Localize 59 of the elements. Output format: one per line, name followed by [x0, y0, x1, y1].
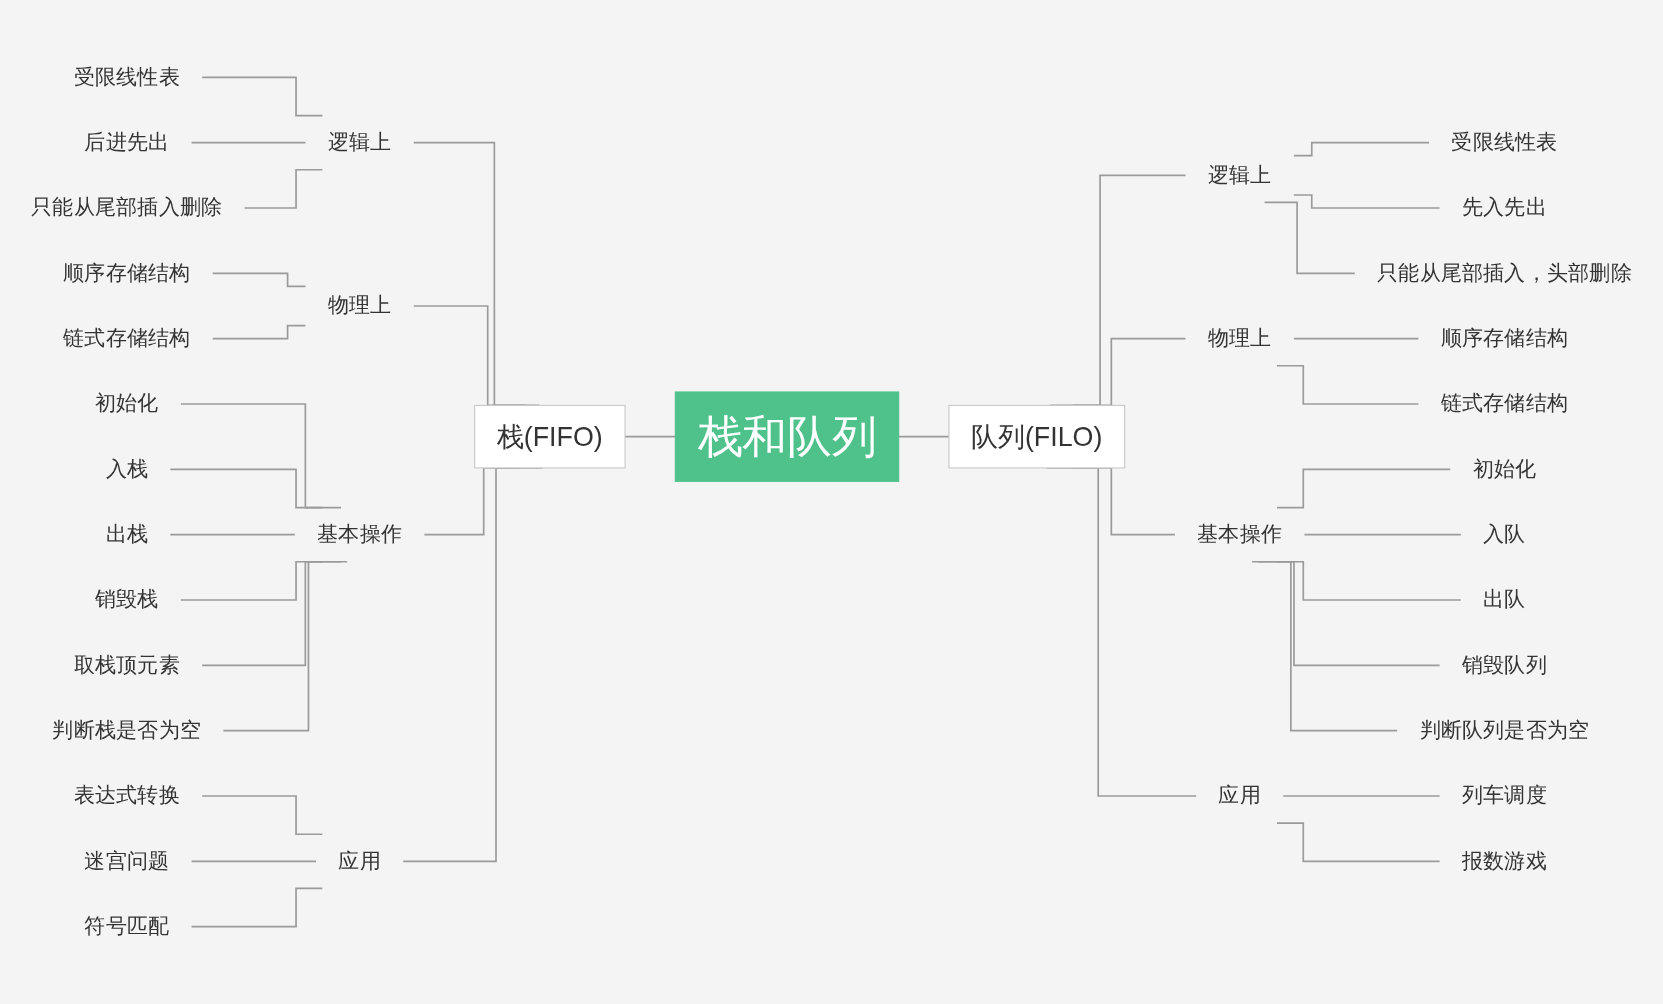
node-text: 物理上 — [1207, 326, 1272, 350]
connector — [1251, 560, 1398, 732]
node-text: 初始化 — [1472, 456, 1537, 481]
connector — [201, 76, 324, 117]
node-box: 栈(FIFO) — [474, 404, 626, 469]
connector — [180, 403, 342, 509]
connector — [190, 860, 317, 863]
node-text: 链式存储结构 — [63, 326, 191, 350]
connector — [1282, 795, 1441, 797]
node-text: 判断队列是否为空 — [1419, 718, 1590, 742]
connector — [1263, 201, 1356, 275]
node-text: 迷宫问题 — [84, 848, 170, 873]
connector — [1293, 337, 1420, 340]
node-text: 受限线性表 — [73, 64, 180, 89]
connector — [1293, 194, 1441, 209]
connector — [1276, 822, 1441, 863]
node-text: 报数游戏 — [1461, 848, 1547, 873]
node-text: 初始化 — [94, 391, 159, 415]
node-text: 出栈 — [105, 522, 148, 546]
connector — [190, 141, 307, 144]
node-box: 队列(FILO) — [948, 404, 1126, 469]
node-text: 销毁队列 — [1461, 652, 1547, 677]
connector — [243, 168, 324, 209]
connector — [201, 795, 324, 836]
connector — [1276, 364, 1420, 405]
connector — [169, 468, 324, 509]
node-text: 顺序存储结构 — [63, 260, 191, 285]
connector — [211, 324, 307, 340]
node-text: 入队 — [1483, 522, 1526, 546]
node-text: 只能从尾部插入删除 — [31, 195, 223, 219]
connector — [1276, 468, 1452, 509]
node-text: 只能从尾部插入，头部删除 — [1377, 260, 1632, 285]
node-text: 判断栈是否为空 — [52, 718, 202, 742]
node-text: 应用 — [1218, 783, 1261, 807]
connector — [222, 560, 349, 732]
node-text: 列车调度 — [1461, 783, 1547, 807]
connector — [1293, 141, 1430, 157]
node-text: 顺序存储结构 — [1440, 326, 1569, 350]
node-text: 逻辑上 — [1207, 162, 1272, 187]
node-text: 链式存储结构 — [1440, 391, 1569, 415]
node-text: 出队 — [1483, 587, 1526, 611]
connector — [190, 887, 324, 928]
node-text: 基本操作 — [1197, 522, 1283, 546]
node-text: 销毁栈 — [94, 587, 159, 611]
node-box: 栈和队列 — [674, 391, 900, 482]
node-text: 应用 — [338, 848, 381, 873]
node-text: 表达式转换 — [73, 783, 180, 807]
node-text: 物理上 — [327, 293, 392, 317]
node-text: 逻辑上 — [327, 130, 392, 154]
connector — [169, 533, 296, 536]
connector — [211, 272, 307, 288]
node-text: 入栈 — [105, 456, 148, 481]
node-text: 后进先出 — [84, 130, 170, 154]
node-text: 受限线性表 — [1451, 130, 1558, 154]
node-text: 基本操作 — [317, 522, 403, 546]
node-text: 先入先出 — [1461, 195, 1547, 219]
node-text: 取栈顶元素 — [73, 652, 180, 677]
connector — [1303, 533, 1462, 536]
node-text: 符号匹配 — [84, 914, 170, 938]
